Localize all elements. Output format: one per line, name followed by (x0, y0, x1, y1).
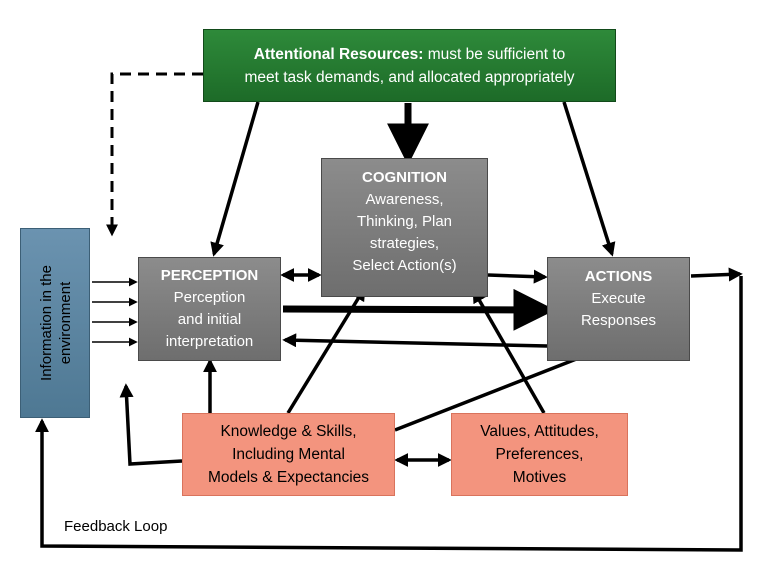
dashed-attention-to-environment-arrow (106, 72, 203, 237)
actions-line: Responses (580, 312, 657, 329)
actions-box: ACTIONS Execute Responses (547, 257, 690, 361)
attention-to-perception-arrow (210, 101, 260, 257)
cognition-title: COGNITION (362, 169, 447, 186)
values-attitudes-box: Values, Attitudes, Preferences, Motives (451, 413, 628, 496)
cognition-line: Thinking, Plan (356, 213, 453, 230)
cognition-line: strategies, (369, 235, 440, 252)
environment-box: Information in the environment (20, 228, 90, 418)
attentional-resources-line1: Attentional Resources: must be sufficien… (254, 43, 566, 66)
attentional-resources-line2: meet task demands, and allocated appropr… (244, 68, 575, 86)
environment-label: Information in the environment (37, 233, 75, 413)
cognition-to-actions-arrow (487, 269, 548, 284)
perception-to-actions-thick-arrow (282, 288, 556, 331)
values-line: Values, Attitudes, (480, 423, 599, 440)
actions-to-perception-arrow (282, 333, 548, 348)
knowledge-line: Models & Expectancies (207, 469, 370, 486)
feedback-loop-arrow (690, 267, 743, 282)
environment-line: environment (57, 281, 74, 365)
attentional-resources-text: must be sufficient to (427, 45, 566, 63)
knowledge-to-cognition-arrow (286, 286, 366, 414)
knowledge-line: Knowledge & Skills, (220, 423, 357, 440)
values-line: Motives (512, 469, 567, 486)
perception-line: interpretation (165, 333, 254, 350)
attentional-resources-title: Attentional Resources: (253, 45, 424, 63)
perception-box: PERCEPTION Perception and initial interp… (138, 257, 281, 361)
knowledge-line: Including Mental (232, 446, 345, 463)
cognition-line: Awareness, (365, 191, 444, 208)
cognition-box: COGNITION Awareness, Thinking, Plan stra… (321, 158, 488, 297)
knowledge-to-environment-arrow (119, 383, 183, 466)
perception-line: Perception (173, 289, 246, 306)
perception-title: PERCEPTION (160, 267, 259, 284)
environment-line: Information in the (38, 265, 55, 381)
values-line: Preferences, (495, 446, 584, 463)
feedback-loop-path (35, 276, 743, 552)
perception-line: and initial (177, 311, 242, 328)
knowledge-skills-box: Knowledge & Skills, Including Mental Mod… (182, 413, 395, 496)
actions-title: ACTIONS (584, 268, 653, 285)
values-to-cognition-arrow (472, 288, 546, 414)
feedback-loop-label: Feedback Loop (64, 518, 168, 535)
cognition-line: Select Action(s) (352, 257, 457, 274)
actions-line: Execute (591, 290, 646, 307)
attentional-resources-box: Attentional Resources: must be sufficien… (203, 29, 616, 102)
attention-to-actions-arrow (562, 101, 616, 257)
